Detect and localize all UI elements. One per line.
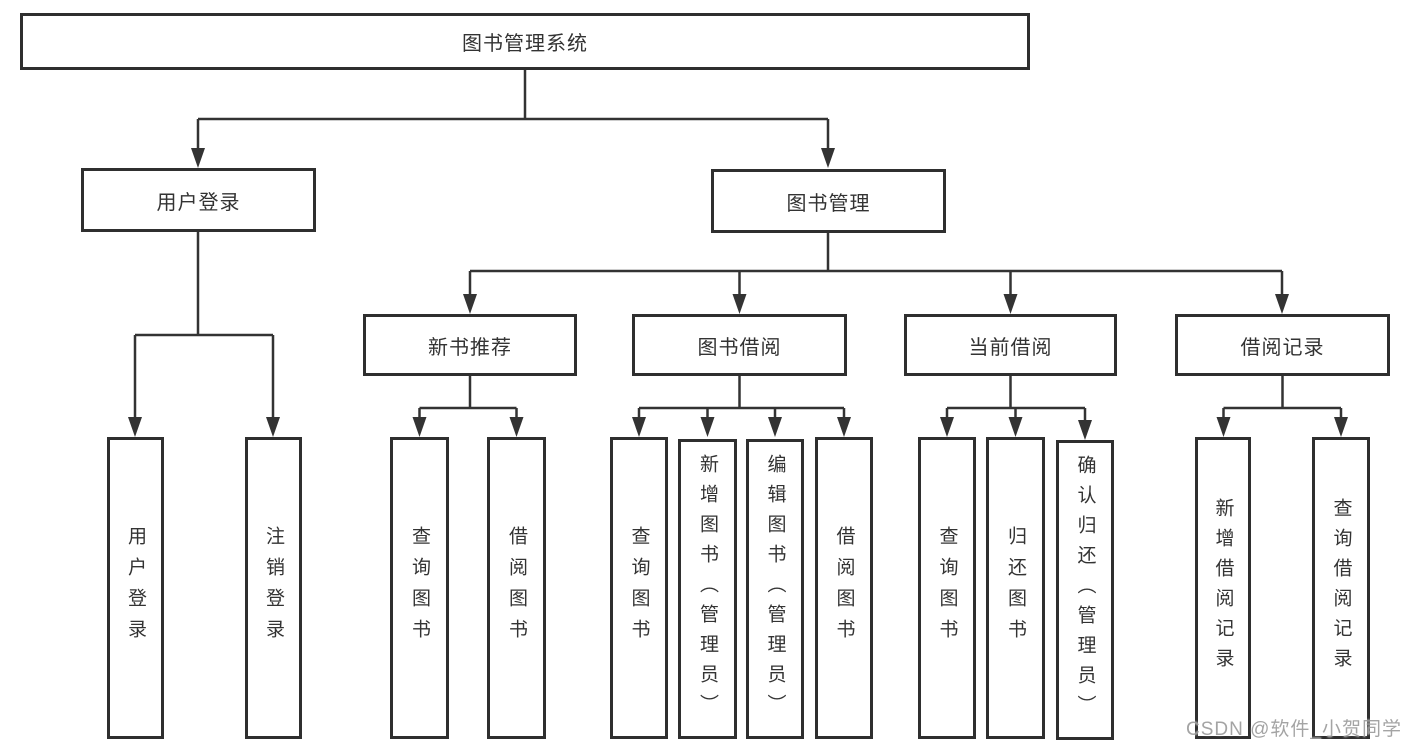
leaf-user-login: 用户登录 <box>107 437 164 739</box>
leaf-query-books-current: 查询图书 <box>918 437 976 739</box>
leaf-add-borrow-record: 新增借阅记录 <box>1195 437 1251 739</box>
arrowhead <box>128 417 142 437</box>
node-borrowing-records: 借阅记录 <box>1175 314 1390 376</box>
watermark-text: CSDN @软件_小贺同学 <box>1186 719 1402 740</box>
arrowhead <box>509 417 524 437</box>
arrowheads <box>128 148 1348 440</box>
arrowhead <box>463 294 477 314</box>
node-book-management: 图书管理 <box>711 169 946 233</box>
arrowhead <box>1334 417 1348 437</box>
arrowhead <box>700 417 715 437</box>
connector-borrowing-records-children <box>1222 376 1343 419</box>
connector-root-to-level2 <box>196 70 830 150</box>
arrowhead <box>821 148 835 168</box>
node-current-borrowing: 当前借阅 <box>904 314 1117 376</box>
arrowhead <box>940 417 954 437</box>
arrowhead <box>837 417 851 437</box>
leaf-logout: 注销登录 <box>245 437 302 739</box>
arrowhead <box>266 417 280 437</box>
arrowhead <box>191 148 205 168</box>
leaf-add-book-admin: 新增图书（管理员） <box>678 439 737 739</box>
node-book-borrowing: 图书借阅 <box>632 314 847 376</box>
connector-book-management-children <box>468 233 1284 296</box>
leaf-query-borrow-record: 查询借阅记录 <box>1312 437 1370 739</box>
leaf-borrow-books-recommend: 借阅图书 <box>487 437 546 739</box>
arrowhead <box>1216 417 1231 437</box>
leaf-edit-book-admin: 编辑图书（管理员） <box>746 439 804 739</box>
arrowhead <box>768 417 782 437</box>
arrowhead <box>1078 420 1092 440</box>
leaf-borrow-books-borrowing: 借阅图书 <box>815 437 873 739</box>
node-user-login: 用户登录 <box>81 168 316 232</box>
arrowhead <box>412 417 427 437</box>
leaf-return-books: 归还图书 <box>986 437 1045 739</box>
arrowhead <box>632 417 646 437</box>
arrowhead <box>1008 417 1023 437</box>
arrowhead <box>732 294 747 314</box>
leaf-confirm-return-admin: 确认归还（管理员） <box>1056 440 1114 740</box>
connector-new-book-children <box>418 376 518 419</box>
leaf-query-books-recommend: 查询图书 <box>390 437 449 739</box>
leaf-query-books-borrowing: 查询图书 <box>610 437 668 739</box>
node-new-book-recommend: 新书推荐 <box>363 314 577 376</box>
node-system-root: 图书管理系统 <box>20 13 1030 70</box>
arrowhead <box>1003 294 1018 314</box>
connector-user-login-children <box>133 232 275 419</box>
connector-current-borrowing-children <box>945 376 1087 422</box>
connector-book-borrowing-children <box>637 376 846 419</box>
arrowhead <box>1275 294 1289 314</box>
